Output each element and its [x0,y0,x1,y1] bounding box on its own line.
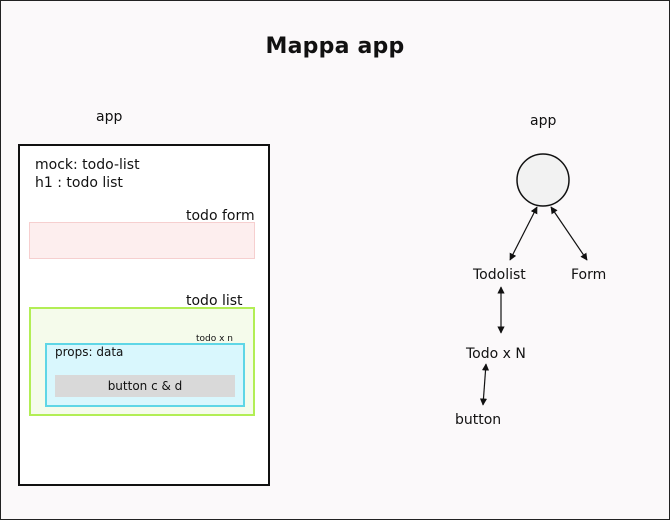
todo-repeat-label: todo x n [196,334,234,344]
todolist-node-label: Todolist [473,267,526,283]
todo-form-box [29,222,255,259]
button-cd-box: button c & d [55,375,235,397]
arrow-todo-button [479,363,490,406]
mock-text: mock: todo-list [35,157,140,173]
button-node-label: button [455,412,502,428]
app-node-circle [516,153,570,207]
arrow-app-todolist [509,206,538,261]
arrow-app-form [550,206,588,261]
props-label: props: data [55,345,124,359]
todo-form-label: todo form [186,208,255,224]
form-node-label: Form [571,267,607,283]
todo-list-label: todo list [186,293,243,309]
page-title: Mappa app [265,34,405,59]
h1-text: h1 : todo list [35,175,123,191]
todo-node-label: Todo x N [466,346,526,362]
wireframe-app-label: app [96,109,123,125]
tree-app-label: app [530,113,557,129]
